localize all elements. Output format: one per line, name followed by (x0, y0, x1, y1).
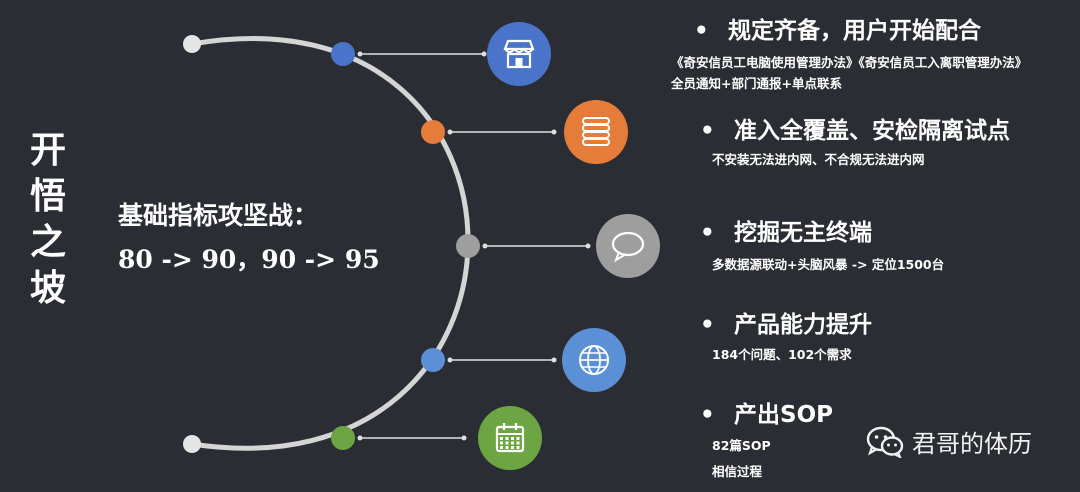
subtitle-line-1: 基础指标攻坚战： (118, 201, 319, 230)
wechat-icon (866, 426, 904, 458)
title-char: 悟 (29, 176, 66, 217)
calendar-icon (495, 423, 525, 453)
database-icon (582, 117, 610, 146)
milestone-item-4: •产品能力提升 184个问题、102个需求 (700, 310, 872, 366)
milestone-heading: 准入全覆盖、安检隔离试点 (734, 118, 1010, 144)
timeline-nodes (331, 22, 660, 470)
connector-end (585, 243, 591, 249)
milestone-heading: 产品能力提升 (734, 312, 872, 338)
watermark: 君哥的体历 (866, 424, 1032, 459)
milestone-note: 82篇SOP (712, 438, 771, 453)
connector-end (482, 243, 488, 249)
timeline-dot (421, 120, 445, 144)
icon-disc (478, 406, 542, 470)
milestone-note: 《奇安信员工电脑使用管理办法》《奇安信员工入离职管理办法》 (671, 55, 1028, 70)
timeline-dot (456, 234, 480, 258)
milestone-note: 相信过程 (712, 464, 763, 479)
timeline-node-3 (456, 214, 660, 278)
icon-disc (596, 214, 660, 278)
connector-end (551, 129, 557, 135)
subtitle: 基础指标攻坚战： 80 -> 90，90 -> 95 (118, 194, 380, 282)
chat-bubble-icon (611, 231, 645, 263)
milestone-note: 184个问题、102个需求 (712, 347, 852, 362)
connector-end (481, 51, 487, 57)
milestone-note: 全员通知+部门通报+单点联系 (671, 76, 842, 91)
milestone-item-5: •产出SOP 82篇SOP 相信过程 (700, 400, 833, 484)
subtitle-line-2: 80 -> 90，90 -> 95 (118, 245, 380, 274)
connector-end (461, 435, 467, 441)
connector-end (447, 357, 453, 363)
timeline-dot (331, 426, 355, 450)
milestone-item-2: •准入全覆盖、安检隔离试点 不安装无法进内网、不合规无法进内网 (700, 116, 1010, 171)
connector-end (357, 435, 363, 441)
connector-end (551, 357, 557, 363)
timeline-node-4 (421, 328, 626, 392)
timeline-node-2 (421, 100, 628, 164)
title-char: 之 (29, 222, 66, 263)
milestone-heading: 挖掘无主终端 (734, 220, 872, 246)
title-char: 开 (29, 130, 66, 171)
milestone-item-3: •挖掘无主终端 多数据源联动+头脑风暴 -> 定位1500台 (700, 218, 944, 276)
milestone-heading: 产出SOP (734, 402, 833, 428)
title-char: 坡 (29, 268, 66, 309)
connector-end (447, 129, 453, 135)
timeline-node-5 (331, 406, 542, 470)
milestone-note: 多数据源联动+头脑风暴 -> 定位1500台 (712, 257, 945, 272)
timeline-dot (331, 42, 355, 66)
connector-end (357, 51, 363, 57)
vertical-title: 开 悟 之 坡 (22, 128, 74, 312)
milestone-item-1: •规定齐备，用户开始配合 《奇安信员工电脑使用管理办法》《奇安信员工入离职管理办… (671, 18, 1028, 91)
globe-icon (579, 345, 609, 375)
timeline-dot (421, 348, 445, 372)
milestone-note: 不安装无法进内网、不合规无法进内网 (712, 152, 925, 167)
arc-end-top (183, 35, 201, 53)
watermark-text: 君哥的体历 (912, 430, 1032, 458)
store-icon (503, 39, 535, 69)
arc-end-bottom (183, 435, 201, 453)
milestone-heading: 规定齐备，用户开始配合 (728, 18, 981, 44)
timeline-node-1 (331, 22, 551, 86)
